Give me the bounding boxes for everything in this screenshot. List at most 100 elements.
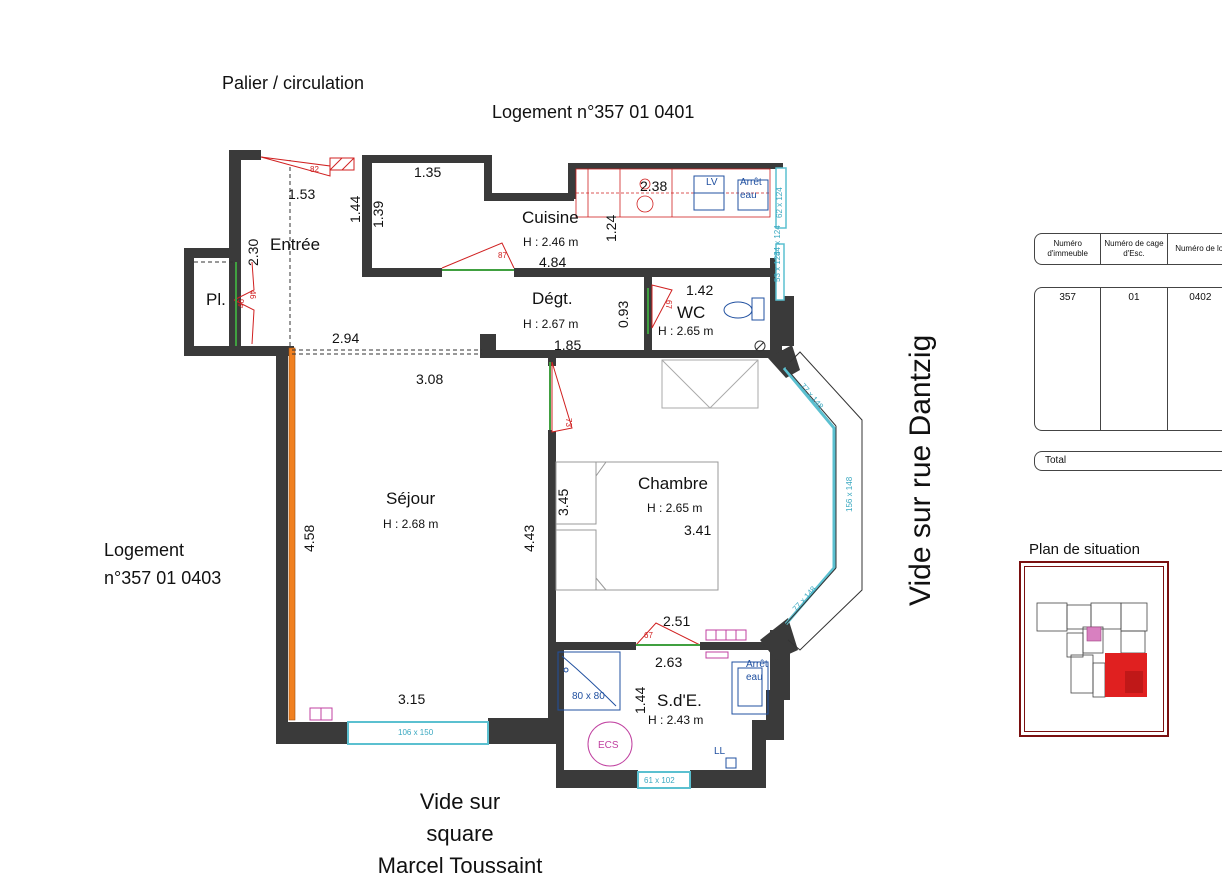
room-labels: Entrée Pl. Cuisine H : 2.46 m Dégt. H : …	[206, 208, 713, 727]
situation-map	[1036, 602, 1148, 698]
radiator-icons	[309, 629, 747, 721]
shower-size-label: 80 x 80	[572, 691, 605, 702]
door-width: 73	[564, 418, 573, 427]
neighbor-left-label-line2: n°357 01 0403	[104, 568, 222, 588]
washing-machine-icon	[725, 757, 737, 769]
dim-label: 1.39	[370, 201, 386, 228]
shower-icon	[557, 651, 621, 711]
windows	[347, 167, 787, 789]
door-width: 87	[498, 251, 507, 260]
closet-icon	[661, 359, 759, 409]
window-size: 62 x 124	[775, 187, 784, 218]
fixture-labels: LV Arrêt eau Arrêt eau 80 x 80 ECS LL	[572, 177, 768, 757]
dim-label: 3.15	[398, 691, 425, 707]
bed-icon	[555, 461, 719, 591]
dim-label: 2.51	[663, 613, 690, 629]
landing-label: Palier / circulation	[222, 73, 365, 93]
door-width: 67	[644, 631, 653, 640]
dim-label: 1.53	[288, 186, 315, 202]
dim-label: 3.41	[684, 522, 711, 538]
door-frames-green	[235, 262, 700, 646]
window-size: 34 x 124	[773, 225, 782, 256]
lot-info-table: Numéro d'immeuble Numéro de cage d'Esc. …	[1034, 233, 1222, 471]
table-header-cell: Numéro de cage d'Esc.	[1101, 234, 1168, 264]
window-size: 53 x 124	[773, 251, 782, 282]
dim-label: 4.58	[301, 525, 317, 552]
dim-label: 1.24	[603, 215, 619, 242]
room-name-chambre: Chambre	[638, 474, 708, 493]
view-bottom-label-line2: square	[426, 821, 494, 846]
room-name-placard: Pl.	[206, 290, 226, 309]
table-cell: 0402	[1168, 288, 1222, 430]
dim-label: 1.42	[686, 282, 713, 298]
dim-label: 3.08	[416, 371, 443, 387]
room-height-chambre: H : 2.65 m	[647, 501, 702, 515]
room-height-sde: H : 2.43 m	[648, 713, 703, 727]
window-size: 156 x 148	[845, 476, 854, 512]
table-cell: 357	[1035, 288, 1102, 430]
water-heater-icon	[587, 721, 633, 767]
room-name-wc: WC	[677, 303, 705, 322]
dim-label: 2.30	[245, 239, 261, 266]
room-height-sejour: H : 2.68 m	[383, 517, 438, 531]
walls	[184, 150, 800, 788]
neighbor-left-label-line1: Logement	[104, 540, 185, 560]
window-size: 106 x 150	[398, 728, 434, 737]
dim-label: 1.44	[347, 196, 363, 223]
dim-label: 4.43	[521, 525, 537, 552]
view-bottom-label-line3: Marcel Toussaint	[377, 853, 543, 878]
lv-label: LV	[706, 177, 718, 188]
room-name-sejour: Séjour	[386, 489, 435, 508]
dim-label: 2.38	[640, 178, 667, 194]
table-header-row: Numéro d'immeuble Numéro de cage d'Esc. …	[1034, 233, 1222, 265]
kitchen-sink-icon	[693, 175, 769, 211]
table-cell: 01	[1101, 288, 1168, 430]
dim-label: 4.84	[539, 254, 566, 270]
dim-label: 2.94	[332, 330, 359, 346]
door-width: 46	[237, 299, 246, 308]
room-height-degt: H : 2.67 m	[523, 317, 578, 331]
view-right-label: Vide sur rue Dantzig	[904, 334, 937, 606]
bay-window	[782, 351, 863, 651]
dim-label: 0.93	[615, 301, 631, 328]
dim-label: 2.63	[655, 654, 682, 670]
room-name-entree: Entrée	[270, 235, 320, 254]
ecs-label: ECS	[598, 740, 619, 751]
ll-label: LL	[714, 746, 726, 757]
dim-label: 1.44	[632, 687, 648, 714]
room-name-sde: S.d'E.	[657, 691, 702, 710]
table-total: Total	[1034, 451, 1222, 471]
dashed-lines	[194, 160, 482, 355]
room-name-degt: Dégt.	[532, 289, 573, 308]
dim-label: 1.35	[414, 164, 441, 180]
window-size: 77 x 148	[798, 382, 825, 412]
arret-eau-label: eau	[746, 672, 763, 683]
dim-label: 1.85	[554, 337, 581, 353]
arret-eau-label: eau	[740, 190, 757, 201]
situation-plan-title: Plan de situation	[1029, 541, 1140, 558]
situation-plan-frame	[1024, 566, 1164, 732]
room-height-cuisine: H : 2.46 m	[523, 235, 578, 249]
arret-eau-label: Arrêt	[740, 177, 762, 188]
door-width: 67	[664, 300, 673, 309]
door-width: 46	[248, 290, 257, 299]
table-header-cell: Numéro d'immeuble	[1035, 234, 1102, 264]
room-height-wc: H : 2.65 m	[658, 324, 713, 338]
doors	[233, 156, 701, 646]
window-size: 77 x 148	[791, 584, 819, 613]
dim-label: 3.45	[555, 489, 571, 516]
room-name-cuisine: Cuisine	[522, 208, 579, 227]
door-width-labels: 82 87 67 73 67 46 46	[237, 165, 673, 640]
dimension-labels: 1.35 1.53 1.44 1.39 2.30 2.38 1.24 4.84 …	[245, 164, 713, 714]
table-row: 357 01 0402	[1034, 287, 1222, 431]
window-size: 61 x 102	[644, 776, 675, 785]
arret-eau-label: Arrêt	[746, 659, 768, 670]
neighbor-top-label: Logement n°357 01 0401	[492, 102, 695, 122]
washbasin-icon	[731, 661, 769, 715]
view-bottom-label-line1: Vide sur	[419, 789, 501, 814]
door-width: 82	[310, 165, 319, 174]
sejour-accent-wall	[288, 347, 296, 721]
toilet-icon	[723, 297, 766, 352]
table-header-cell: Numéro de lot	[1168, 234, 1222, 264]
